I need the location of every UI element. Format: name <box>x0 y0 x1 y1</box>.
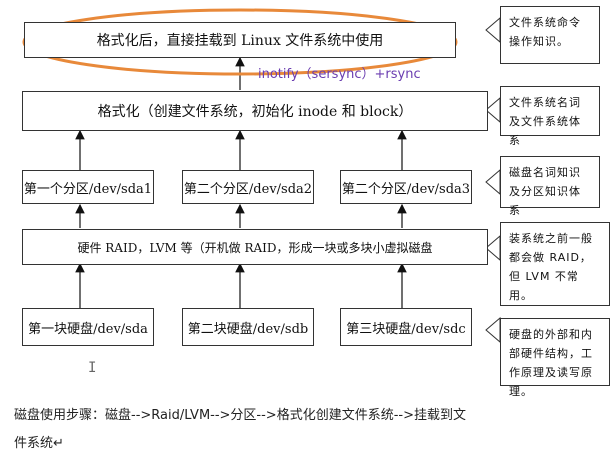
sync-tool-label: inotify（sersync）+rsync <box>258 67 421 82</box>
note-disk-partition-terms: 磁盘名词知识及分区知识体系 <box>500 156 600 217</box>
note-disk-structure: 硬盘的外部和内部硬件结构，工作原理及读写原理。 <box>500 318 610 398</box>
partition-box-1: 第一个分区/dev/sda1 <box>22 170 154 204</box>
disk-box-2: 第二块硬盘/dev/sdb <box>182 308 314 346</box>
caption-line-2: 件系统↵ <box>14 436 64 451</box>
disk-box-3: 第三块硬盘/dev/sdc <box>340 308 472 346</box>
raid-lvm-box: 硬件 RAID，LVM 等（开机做 RAID，形成一块或多块小虚拟磁盘 <box>22 229 488 265</box>
text-cursor-icon: I <box>88 360 97 376</box>
note-pointer-4 <box>485 234 501 262</box>
partition-box-2: 第二个分区/dev/sda2 <box>182 170 314 204</box>
top-mount-box: 格式化后，直接挂载到 Linux 文件系统中使用 <box>24 22 456 58</box>
format-box: 格式化（创建文件系统，初始化 inode 和 block） <box>22 91 488 131</box>
note-filesystem-terms: 文件系统名词及文件系统体系 <box>500 86 600 147</box>
note-filesystem-commands: 文件系统命令操作知识。 <box>500 6 600 64</box>
partition-box-3: 第二个分区/dev/sda3 <box>340 170 472 204</box>
note-pointer-3 <box>485 168 501 196</box>
caption-line-1: 磁盘使用步骤：磁盘-->Raid/LVM-->分区-->格式化创建文件系统-->… <box>14 408 466 423</box>
note-raid-lvm: 装系统之前一般都会做 RAID，但 LVM 不常用。 <box>500 222 610 306</box>
note-pointer-5 <box>485 316 501 344</box>
disk-box-1: 第一块硬盘/dev/sda <box>22 308 154 346</box>
note-pointer-1 <box>485 16 501 44</box>
note-pointer-2 <box>485 96 501 124</box>
